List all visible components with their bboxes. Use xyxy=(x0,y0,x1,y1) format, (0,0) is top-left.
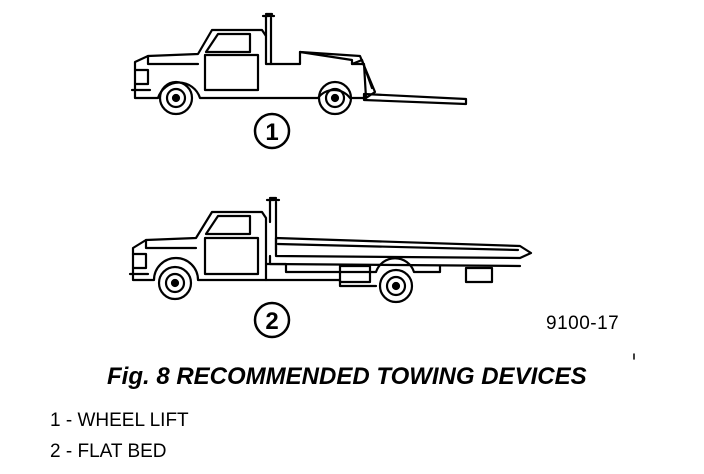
truck-1-window xyxy=(204,32,252,54)
callout-1: 1 xyxy=(253,112,291,150)
truck-2-door xyxy=(203,236,260,276)
legend-item-1-num: 1 xyxy=(50,410,61,431)
flat-bed-truck xyxy=(128,196,533,304)
truck-2-front-wheel xyxy=(157,265,193,301)
truck-1-exhaust-stack xyxy=(261,12,276,66)
truck-2-front-hub xyxy=(164,272,186,294)
truck-1-front-hub xyxy=(165,87,187,109)
truck-2-bed-rail xyxy=(276,242,520,252)
legend-item-1-text: WHEEL LIFT xyxy=(77,410,189,431)
truck-1-grille xyxy=(133,68,150,86)
callout-1-label: 1 xyxy=(265,119,278,146)
truck-2-grille xyxy=(131,252,148,270)
truck-1-front-hubcap xyxy=(171,93,181,103)
truck-2-rear-hubcap xyxy=(391,281,401,291)
truck-2-bed-deck xyxy=(274,236,533,260)
truck-1-rear-hub xyxy=(324,87,346,109)
truck-2-chassis xyxy=(264,257,442,274)
truck-1-rear-wheel xyxy=(317,80,353,116)
truck-2-tilt-cylinder xyxy=(338,264,372,284)
truck-1-hood-line xyxy=(146,54,200,66)
truck-1-door xyxy=(203,53,260,92)
truck-2-rear-hub xyxy=(385,275,407,297)
wheel-lift-truck xyxy=(130,12,468,116)
callout-1-circle xyxy=(253,112,291,150)
legend-item-2: 2 - FLAT BED xyxy=(50,441,167,462)
callout-2: 2 xyxy=(253,301,291,339)
truck-1-boom-inner xyxy=(350,58,374,90)
truck-1-lift-arm xyxy=(362,92,468,106)
legend-item-1: 1 - WHEEL LIFT xyxy=(50,410,189,431)
figure-id: 9100-17 xyxy=(546,313,620,334)
legend-item-2-num: 2 xyxy=(50,441,61,462)
truck-2-rear-wheel xyxy=(378,268,414,304)
truck-1-front-wheel xyxy=(158,80,194,116)
truck-2-body xyxy=(131,210,268,282)
callout-2-label: 2 xyxy=(265,308,278,335)
truck-2-exhaust-stack xyxy=(265,196,281,252)
truck-2-hood-line xyxy=(144,238,198,250)
truck-2-front-hubcap xyxy=(170,278,180,288)
truck-2-window xyxy=(204,214,252,236)
legend-item-2-text: FLAT BED xyxy=(77,441,167,462)
truck-1-body xyxy=(133,28,368,100)
truck-1-rear-hubcap xyxy=(330,93,340,103)
truck-2-rear-skid xyxy=(464,266,494,284)
figure-caption: Fig. 8 RECOMMENDED TOWING DEVICES xyxy=(107,363,587,390)
callout-2-circle xyxy=(253,301,291,339)
